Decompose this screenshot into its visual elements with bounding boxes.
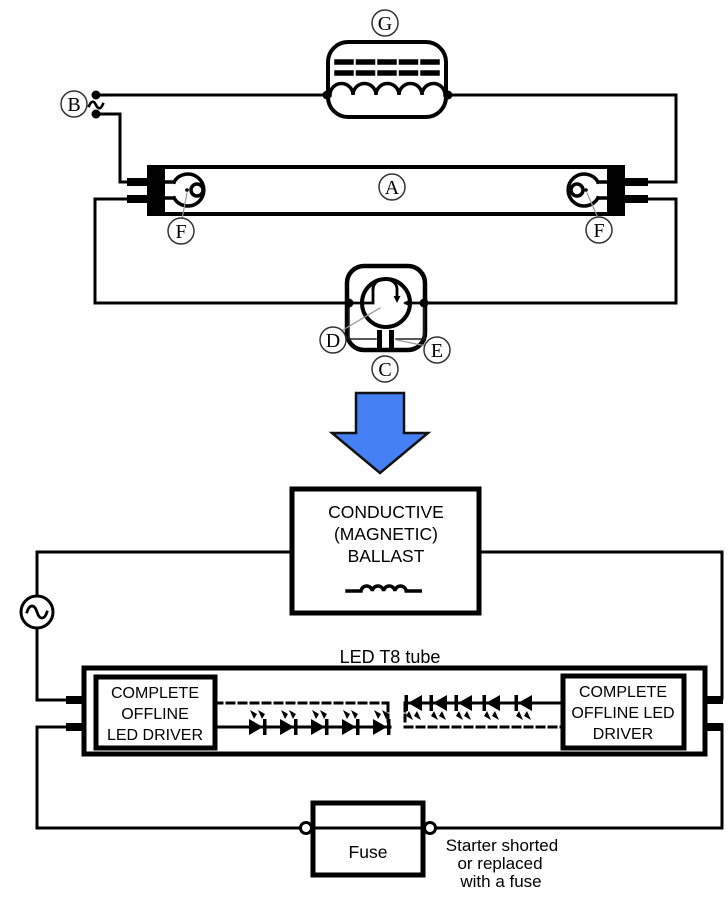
wire-source-to-tube-left [94, 112, 132, 184]
terminal-dot [91, 109, 101, 119]
label-e-letter: E [431, 340, 443, 362]
filament-right [566, 172, 609, 208]
ballast-text-line3: BALLAST [348, 546, 425, 566]
wire-ballast-left [35, 550, 294, 598]
conductive-ballast-box: CONDUCTIVE (MAGNETIC) BALLAST [289, 486, 482, 616]
starter [344, 263, 429, 353]
label-c: C [371, 355, 399, 383]
label-c-letter: C [378, 359, 391, 381]
right-driver-line3: DRIVER [593, 726, 653, 743]
label-e: E [423, 336, 451, 364]
starter-capacitor [389, 330, 394, 348]
terminal-dot [91, 90, 101, 100]
led-string-left [213, 701, 392, 735]
leader-line-f-left [181, 192, 188, 220]
wire-fuse-to-tube-right [433, 723, 724, 830]
right-driver-line2: OFFLINE LED [571, 705, 674, 722]
label-f-right: F [585, 216, 613, 244]
leader-line-e [396, 339, 427, 347]
label-f-right-letter: F [593, 220, 604, 242]
fuse-terminal [299, 821, 313, 835]
label-a-letter: A [385, 177, 400, 199]
led-tube-pin [66, 723, 85, 731]
wire-source-to-tube [35, 626, 68, 702]
right-driver-line1: COMPLETE [579, 684, 667, 701]
right-driver-box: COMPLETE OFFLINE LED DRIVER [560, 673, 687, 751]
fuse-terminal [423, 821, 437, 835]
junction-dot [443, 90, 453, 100]
label-f-left: F [167, 217, 195, 245]
led-tube-pin [66, 696, 85, 704]
wire-tube-to-fuse [35, 725, 303, 830]
label-a: A [378, 173, 406, 201]
left-driver-box: COMPLETE OFFLINE LED DRIVER [93, 674, 218, 751]
label-f-left-letter: F [175, 221, 186, 243]
label-b: B [60, 90, 88, 118]
wire-tube-left-to-starter [93, 197, 351, 305]
starter-note: Starter shorted or replaced with a fuse [446, 836, 558, 891]
led-circuit: CONDUCTIVE (MAGNETIC) BALLAST LED T8 tub… [19, 486, 724, 891]
led-string-right [403, 695, 565, 729]
leader-line-f-right [586, 192, 599, 219]
bimetal-tip [393, 296, 401, 303]
junction-dot [322, 90, 332, 100]
led-tube: COMPLETE OFFLINE LED DRIVER COMPLETE OFF… [66, 665, 723, 757]
note-line2: or replaced [457, 854, 542, 873]
ballast-body [326, 40, 448, 119]
bimetal-strip [371, 277, 399, 299]
label-d-letter: D [326, 330, 340, 352]
starter-cap-wiring [348, 304, 425, 340]
led-tube-pin [704, 696, 723, 704]
ballast-inductor-icon [345, 584, 422, 593]
filament-left [163, 172, 206, 208]
wire-ballast-right [477, 550, 724, 700]
fluorescent-circuit: B G [60, 9, 678, 383]
tube-pin [127, 195, 151, 203]
junction-dot [344, 298, 354, 308]
leader-line-d [340, 307, 381, 332]
ballast-coil-icon [325, 81, 450, 97]
tube-pin [621, 195, 648, 203]
ballast-text-line1: CONDUCTIVE [328, 502, 444, 522]
note-line3: with a fuse [459, 872, 541, 891]
tube-pin [127, 178, 151, 186]
led-tube-pin [704, 723, 723, 731]
ballast-text-line2: (MAGNETIC) [334, 524, 438, 544]
tube-pin [621, 178, 648, 186]
fuse-label: Fuse [349, 842, 388, 862]
wire-ballast-to-tube-right [446, 93, 678, 184]
ac-tilde-icon [87, 100, 105, 110]
fuse-box: Fuse [299, 800, 437, 878]
left-driver-line3: LED DRIVER [107, 727, 203, 744]
label-d: D [319, 326, 347, 354]
left-driver-line1: COMPLETE [111, 685, 199, 702]
magnetic-ballast [322, 40, 453, 119]
left-driver-line2: OFFLINE [121, 706, 189, 723]
ac-supply-terminals [87, 90, 105, 119]
junction-dot [419, 298, 429, 308]
electrode-tip [403, 299, 410, 307]
bimetal-electrode-left [347, 287, 375, 305]
label-b-letter: B [67, 94, 80, 116]
label-g: G [371, 9, 399, 37]
tube-endcap-left [149, 165, 165, 216]
tube-endcap-right [607, 165, 623, 216]
starter-capacitor [377, 330, 382, 348]
ac-source-icon [19, 594, 55, 630]
sine-wave-icon [25, 604, 49, 620]
led-tube-label: LED T8 tube [340, 647, 441, 667]
label-g-letter: G [378, 13, 392, 35]
note-line1: Starter shorted [446, 836, 558, 855]
down-arrow [328, 391, 432, 475]
wire-tube-right-to-starter [422, 197, 678, 305]
